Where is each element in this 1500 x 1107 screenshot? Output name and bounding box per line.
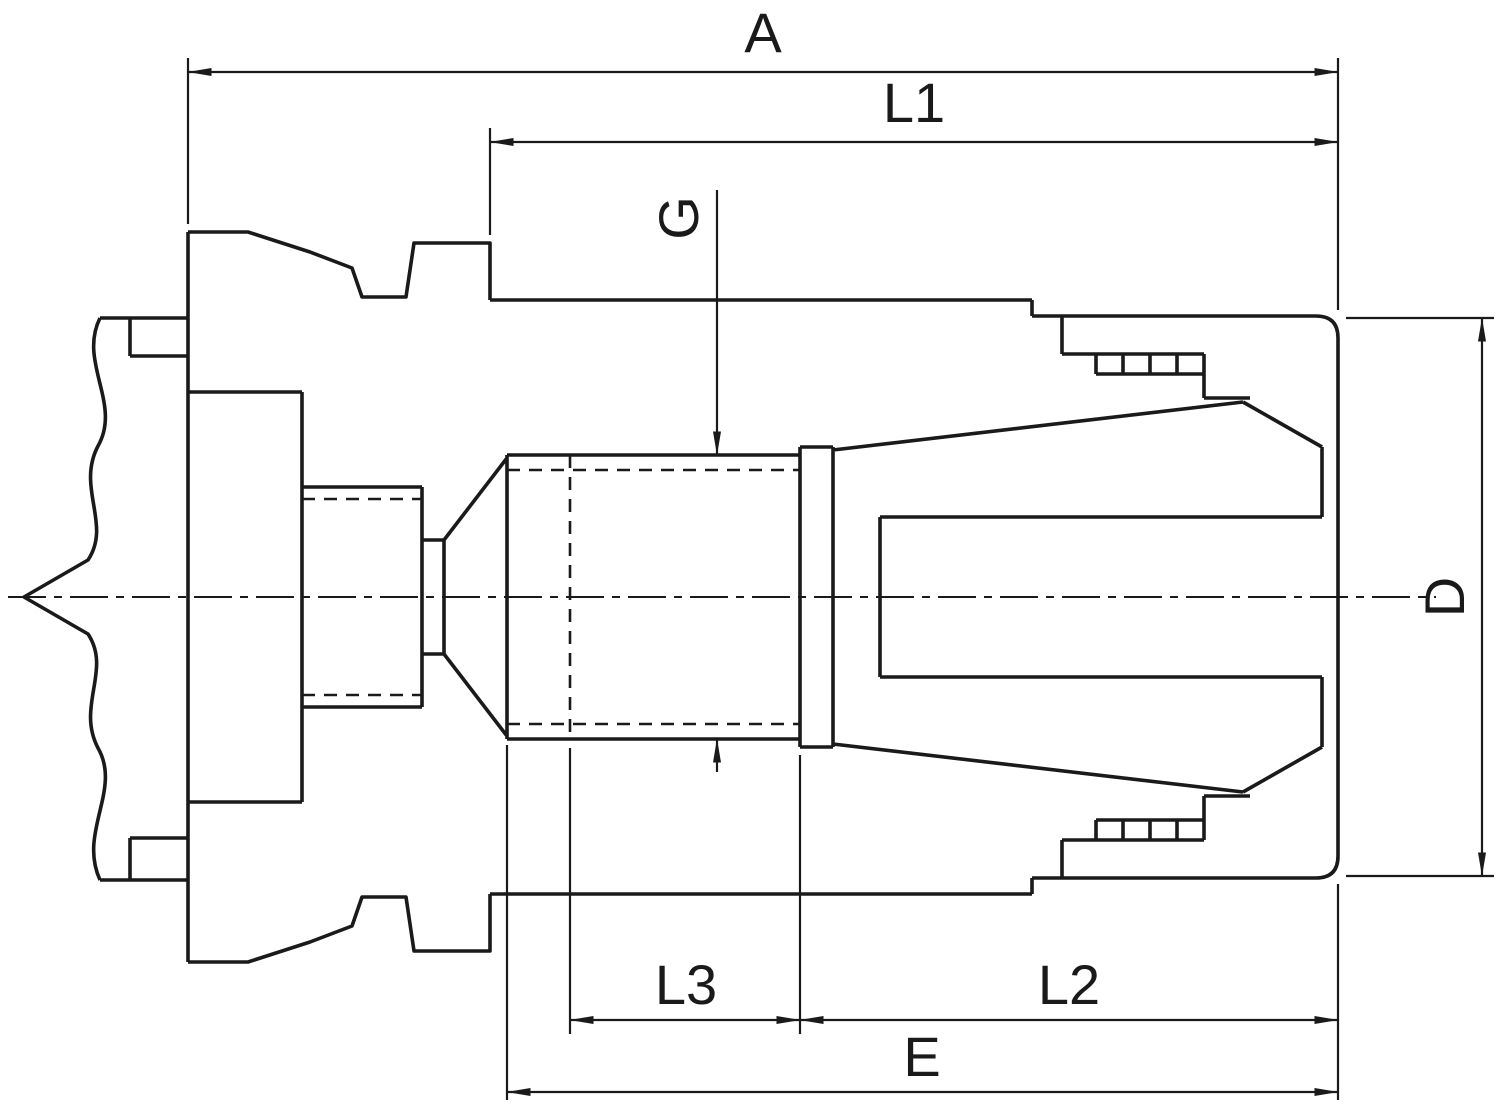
- dimension-a: A: [186, 1, 1340, 310]
- part-outline-solid: [22, 230, 1340, 964]
- dim-d-label: D: [1413, 577, 1476, 617]
- dimension-e: E: [505, 745, 1339, 1100]
- dim-l1-label: L1: [883, 71, 945, 134]
- dimension-g: G: [647, 190, 721, 772]
- dim-a-extension-lines: [186, 58, 1340, 310]
- dim-l3-label: L3: [655, 953, 717, 1016]
- dim-e-label: E: [903, 1025, 940, 1088]
- dim-d-extension-lines: [1346, 316, 1494, 878]
- dim-g-label: G: [647, 196, 710, 240]
- dimension-l2: L2: [799, 884, 1340, 1100]
- dimension-d: D: [1346, 316, 1494, 878]
- dimension-l3: L3: [568, 748, 802, 1034]
- dim-l3-extension-lines: [568, 748, 802, 1034]
- dim-l2-label: L2: [1038, 953, 1100, 1016]
- dimension-l1: L1: [488, 71, 1339, 235]
- dim-a-label: A: [744, 1, 782, 64]
- part-outline: [22, 230, 1340, 964]
